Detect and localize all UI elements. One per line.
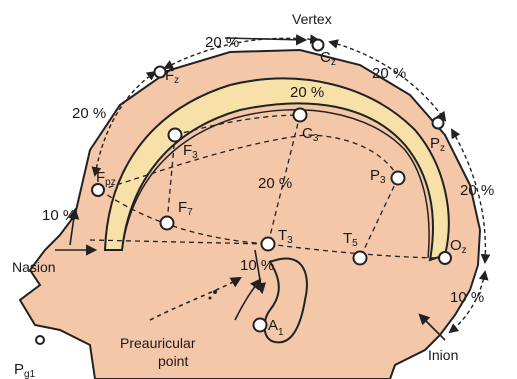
nasion-label: Nasion bbox=[12, 259, 56, 275]
electrode-f3 bbox=[169, 129, 182, 142]
label-cz: Cz bbox=[320, 49, 336, 68]
preauricular-dot-2 bbox=[209, 297, 212, 300]
inion-label: Inion bbox=[428, 347, 458, 363]
pct-center-top: 20 % bbox=[290, 84, 324, 101]
pct-left-side: 10 % bbox=[42, 207, 76, 224]
pct-top-arc: 20 % bbox=[205, 34, 239, 51]
preauricular-label-line2: point bbox=[158, 353, 188, 369]
electrode-pz bbox=[433, 118, 444, 129]
pct-lower-right-arc: 10 % bbox=[450, 289, 484, 306]
electrode-f7 bbox=[161, 217, 174, 230]
pct-upper-right-arc: 20 % bbox=[372, 65, 406, 82]
preauricular-label-line1: Preauricular bbox=[120, 335, 196, 351]
pct-ear: 10 % bbox=[240, 257, 274, 274]
pct-upper-left-arc: 20 % bbox=[72, 105, 106, 122]
electrode-a1 bbox=[254, 319, 267, 332]
pct-right-arc: 20 % bbox=[460, 182, 494, 199]
electrode-p3 bbox=[392, 172, 405, 185]
electrode-pg1 bbox=[36, 336, 44, 344]
electrode-t3 bbox=[262, 238, 275, 251]
electrode-t5 bbox=[354, 252, 367, 265]
electrode-fz bbox=[155, 67, 166, 78]
label-pg1: Pg1 bbox=[14, 361, 36, 379]
electrode-c3 bbox=[294, 109, 307, 122]
pct-center-mid: 20 % bbox=[258, 175, 292, 192]
preauricular-dot-1 bbox=[213, 290, 217, 294]
vertex-label: Vertex bbox=[292, 11, 332, 27]
